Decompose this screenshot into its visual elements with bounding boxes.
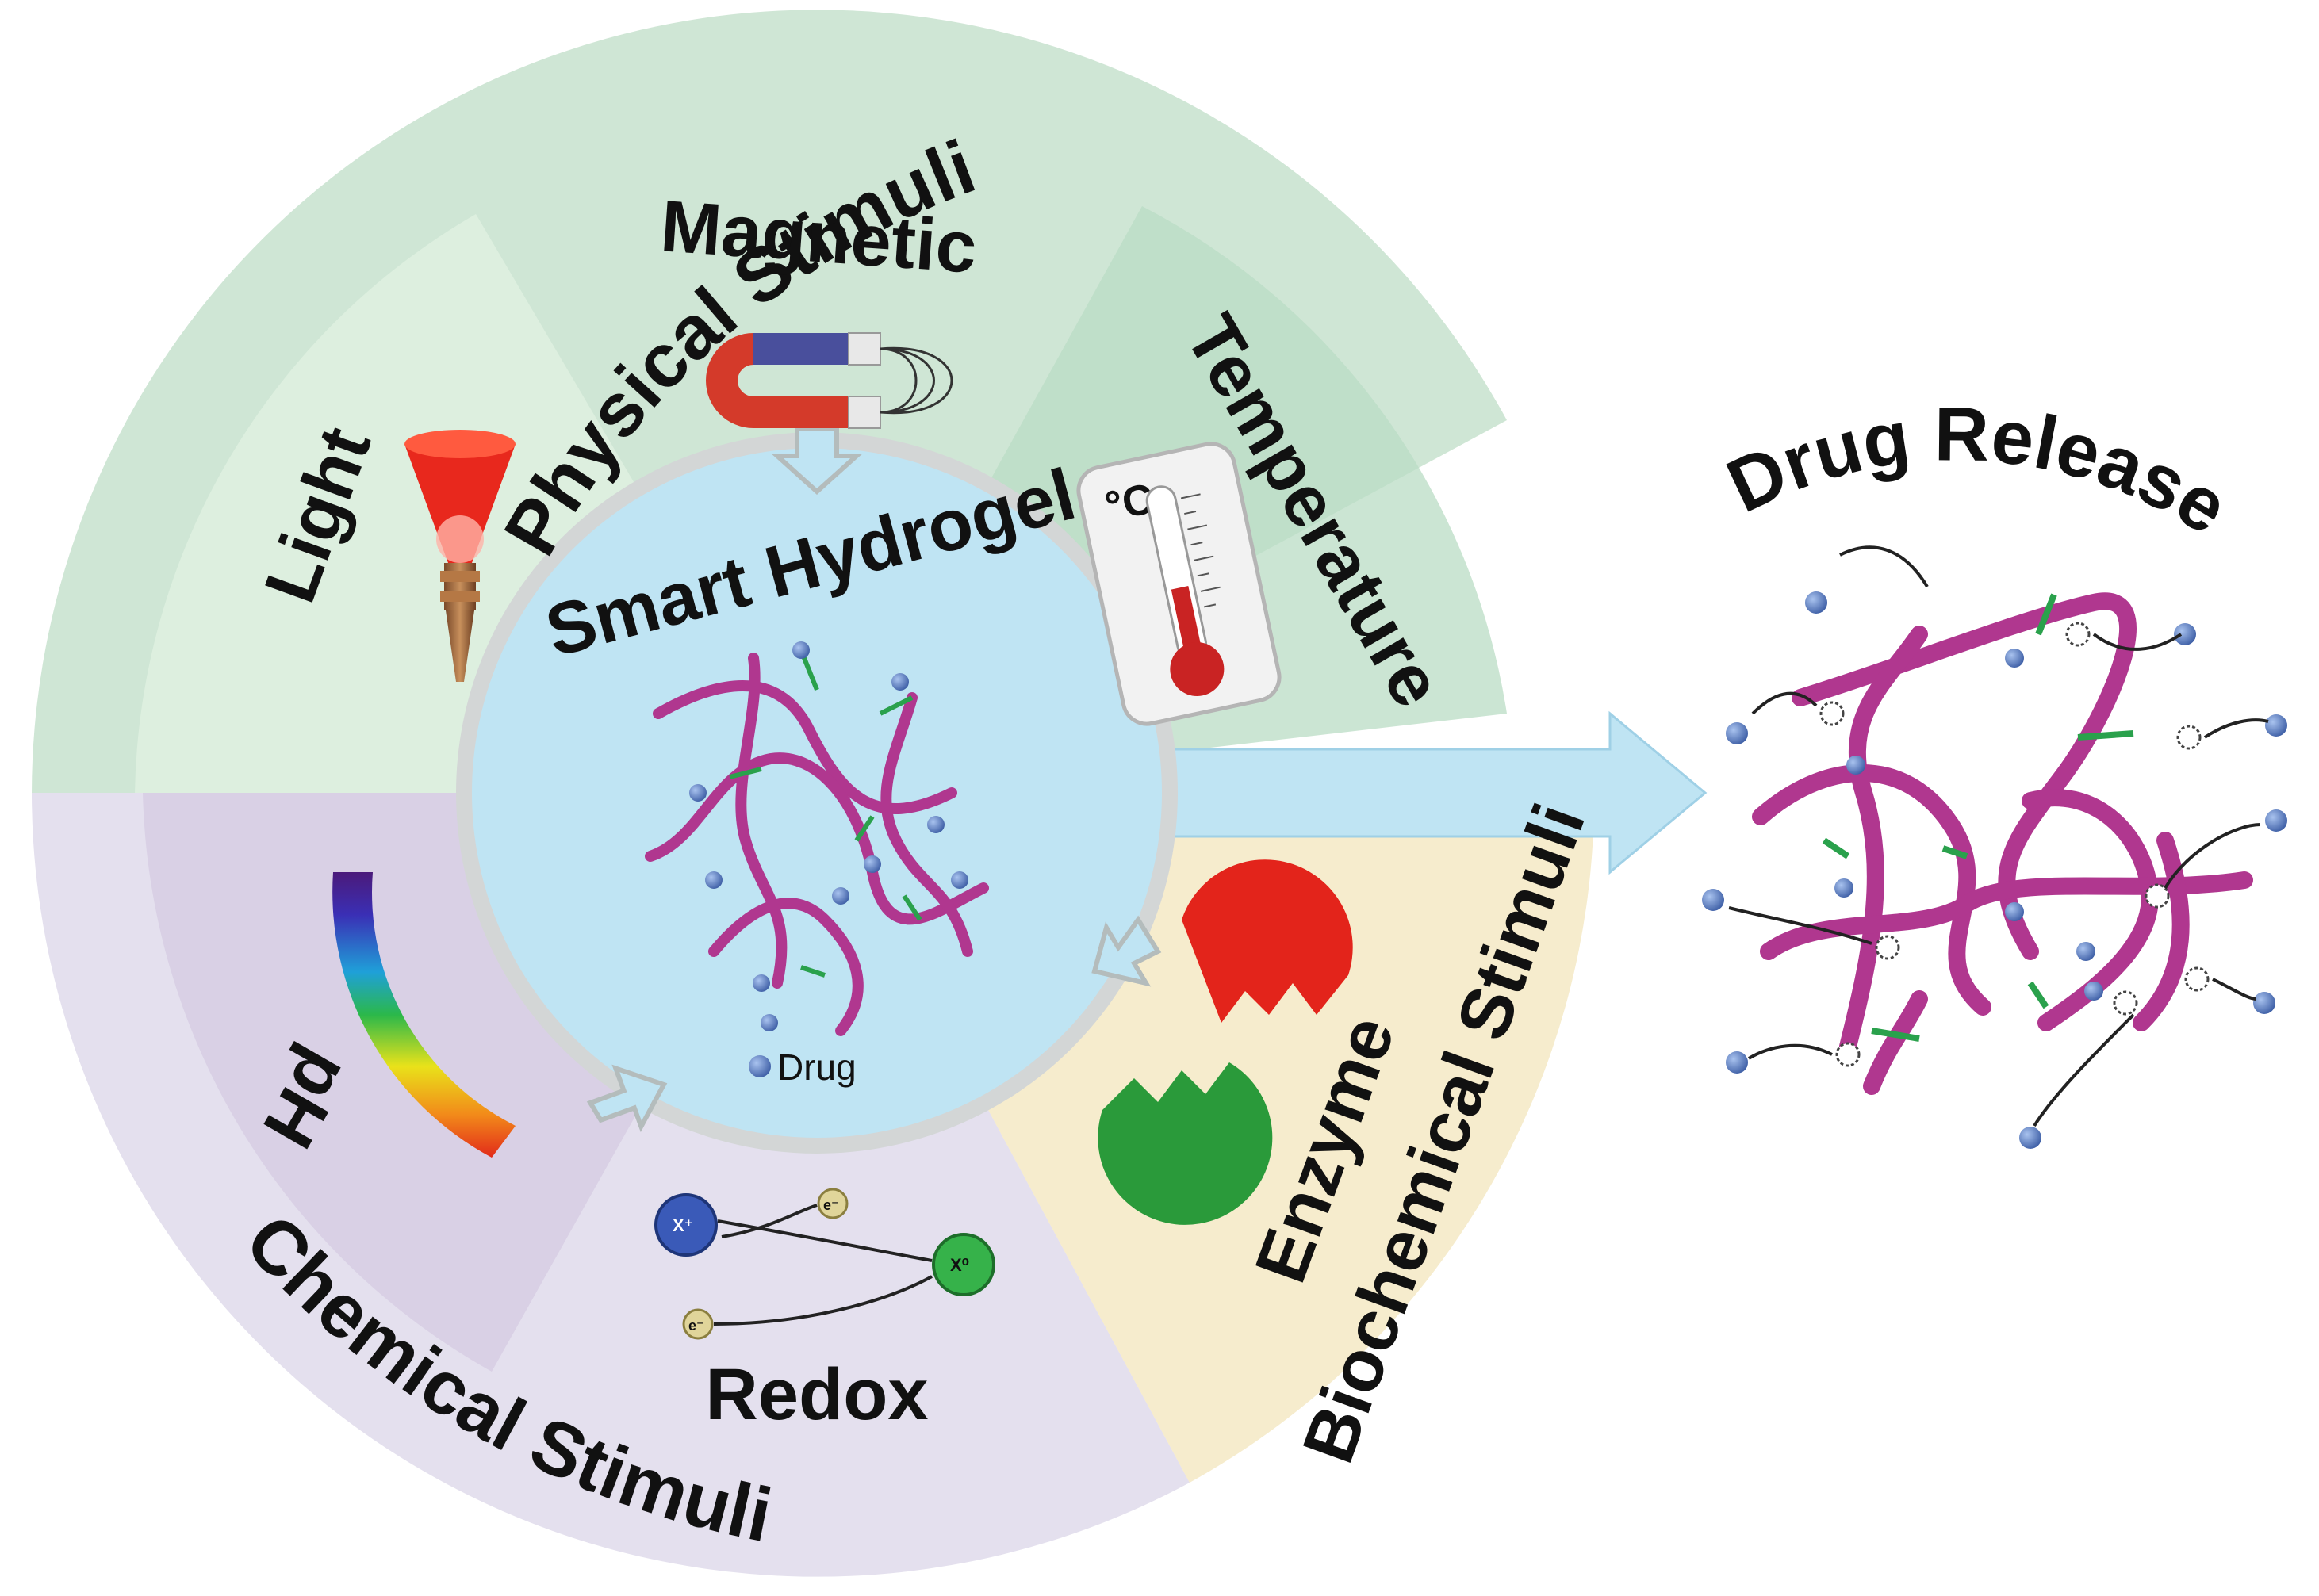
torch-icon	[404, 430, 516, 682]
release-network	[1702, 545, 2287, 1149]
magnet-icon	[706, 332, 953, 429]
drug-legend-icon	[749, 1055, 771, 1077]
x-plus-label: X⁺	[673, 1215, 693, 1235]
redox-label: Redox	[705, 1354, 928, 1435]
drug-legend-label: Drug	[777, 1047, 857, 1088]
x-zero-label: X⁰	[950, 1255, 969, 1275]
smart-hydrogel-core	[472, 448, 1162, 1138]
electron-label-1: e⁻	[823, 1197, 839, 1213]
hydrogel-drugs	[689, 641, 968, 1031]
ph-scale-icon	[332, 872, 516, 1158]
thermometer-icon: °C	[1076, 442, 1282, 726]
enzyme-icon	[1098, 859, 1353, 1225]
electron-label-2: e⁻	[688, 1318, 704, 1334]
inward-arrows	[586, 426, 1162, 1133]
redox-icon: X⁺ X⁰ e⁻ e⁻	[654, 1188, 995, 1340]
release-arrow	[1140, 710, 1708, 875]
drug-release-label: Drug Release	[1715, 392, 2242, 550]
hydrogel-crosslinks	[729, 649, 922, 978]
